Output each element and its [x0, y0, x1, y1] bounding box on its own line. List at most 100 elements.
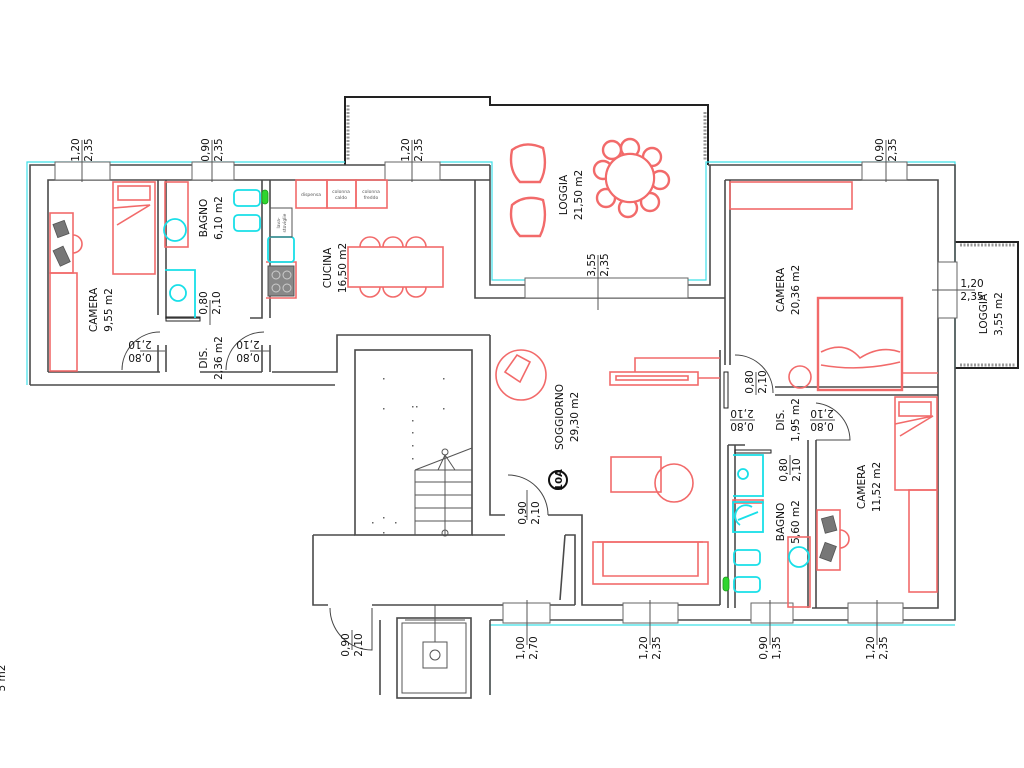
dimension-value: 2,10	[236, 338, 259, 350]
dimension-value: 2,70	[528, 636, 540, 659]
dimension-value: 2,35	[651, 636, 663, 659]
cold-column-label-2: freddo	[364, 195, 379, 201]
dimension-value: 2,35	[599, 253, 611, 276]
desk-items-icon	[52, 219, 71, 267]
door-swings	[121, 316, 851, 651]
room-loggia-side: LOGGIA 3,55 m2	[978, 292, 1005, 336]
dimension-value: 0,80	[744, 370, 756, 393]
dimension-value: 2,35	[83, 138, 95, 161]
room-name: SOGGIORNO	[554, 384, 566, 450]
kitchen-labels: dispensa colonna caldo colonna freddo la…	[276, 189, 380, 232]
dimension-value: 0,80	[778, 458, 790, 481]
dimension-value: 0,80	[128, 351, 151, 363]
room-area: 6,10 m2	[213, 196, 225, 240]
room-area: 5,60 m2	[790, 500, 802, 544]
room-camera-2: CAMERA 20,36 m2	[775, 265, 802, 315]
dimension-value: 2,10	[530, 501, 542, 524]
dimension-label: 0,802,10	[810, 407, 833, 432]
dimension-value: 0,80	[198, 291, 210, 314]
dimension-value: 0,90	[874, 138, 886, 161]
room-name: DIS.	[198, 347, 210, 368]
furniture	[49, 137, 938, 608]
room-dis-2: DIS. 1,95 m2	[775, 398, 802, 442]
dishwasher-label: lava-	[276, 217, 282, 228]
room-area: 21,50 m2	[573, 170, 585, 220]
room-bagno-1: BAGNO 6,10 m2	[198, 196, 225, 240]
edge-label: 5 m2	[0, 665, 8, 692]
room-area: 2,36 m2	[213, 336, 225, 380]
valves	[261, 189, 730, 592]
dimension-value: 0,80	[236, 351, 259, 363]
room-camera-3: CAMERA 11,52 m2	[856, 462, 883, 512]
loggia-railing-top	[344, 96, 709, 165]
room-name: BAGNO	[775, 503, 787, 541]
sanitary-fixtures	[163, 189, 810, 593]
dimension-value: 2,35	[878, 636, 890, 659]
dimension-value: 2,10	[757, 370, 769, 393]
room-name: CAMERA	[775, 267, 787, 312]
room-name: CUCINA	[322, 247, 334, 288]
room-camera-1: CAMERA 9,55 m2	[88, 287, 115, 332]
room-name: LOGGIA	[978, 293, 990, 334]
dimension-label: 1,202,35	[960, 278, 983, 303]
dimension-value: 2,10	[730, 407, 753, 419]
dimension-label: 0,802,10	[128, 338, 151, 363]
room-loggia-main: LOGGIA 21,50 m2	[558, 170, 585, 220]
dishwasher-label-2: stoviglie	[282, 213, 288, 232]
unit-marker-label: 10A	[554, 469, 565, 491]
room-area: 20,36 m2	[790, 265, 802, 315]
room-soggiorno: SOGGIORNO 29,30 m2	[554, 384, 581, 450]
dimension-value: 2,35	[213, 138, 225, 161]
room-name: DIS.	[775, 409, 787, 430]
dimension-value: 1,20	[400, 138, 412, 161]
pantry-label: dispensa	[301, 192, 321, 198]
room-area: 9,55 m2	[103, 288, 115, 332]
dimension-value: 0,90	[517, 501, 529, 524]
unit-marker: 10A	[548, 469, 568, 491]
room-name: LOGGIA	[558, 174, 570, 215]
desk-items-icon	[819, 515, 838, 563]
dimension-value: 0,90	[200, 138, 212, 161]
room-name: CAMERA	[856, 464, 868, 509]
dimension-label: 0,802,10	[236, 338, 259, 363]
room-area: 1,95 m2	[790, 398, 802, 442]
room-area: 11,52 m2	[871, 462, 883, 512]
dimension-label: 0,802,10	[730, 407, 753, 432]
hot-column-label-2: caldo	[335, 195, 347, 201]
dimension-value: 1,20	[865, 636, 877, 659]
dimension-value: 2,10	[791, 458, 803, 481]
stove-icon	[267, 265, 295, 297]
dimension-value: 1,35	[771, 636, 783, 659]
dimension-value: 2,10	[128, 338, 151, 350]
dimension-value: 2,10	[211, 291, 223, 314]
dimension-value: 0,90	[758, 636, 770, 659]
elevator-shaft	[396, 605, 472, 699]
dimension-value: 0,80	[730, 420, 753, 432]
dimension-value: 2,10	[353, 633, 365, 656]
room-labels: CAMERA 9,55 m2 BAGNO 6,10 m2 DIS. 2,36 m…	[88, 170, 1005, 544]
staircase	[372, 378, 473, 537]
edge-area-fragment: 5 m2	[0, 665, 8, 692]
dimension-value: 1,00	[515, 636, 527, 659]
hot-column-label: colonna	[332, 189, 350, 195]
dimension-value: 2,35	[413, 138, 425, 161]
room-bagno-2: BAGNO 5,60 m2	[775, 500, 802, 544]
dimension-value: 1,20	[638, 636, 650, 659]
dimension-value: 0,80	[810, 420, 833, 432]
room-name: BAGNO	[198, 199, 210, 237]
dimension-value: 3,55	[586, 253, 598, 276]
dimension-value: 2,10	[810, 407, 833, 419]
